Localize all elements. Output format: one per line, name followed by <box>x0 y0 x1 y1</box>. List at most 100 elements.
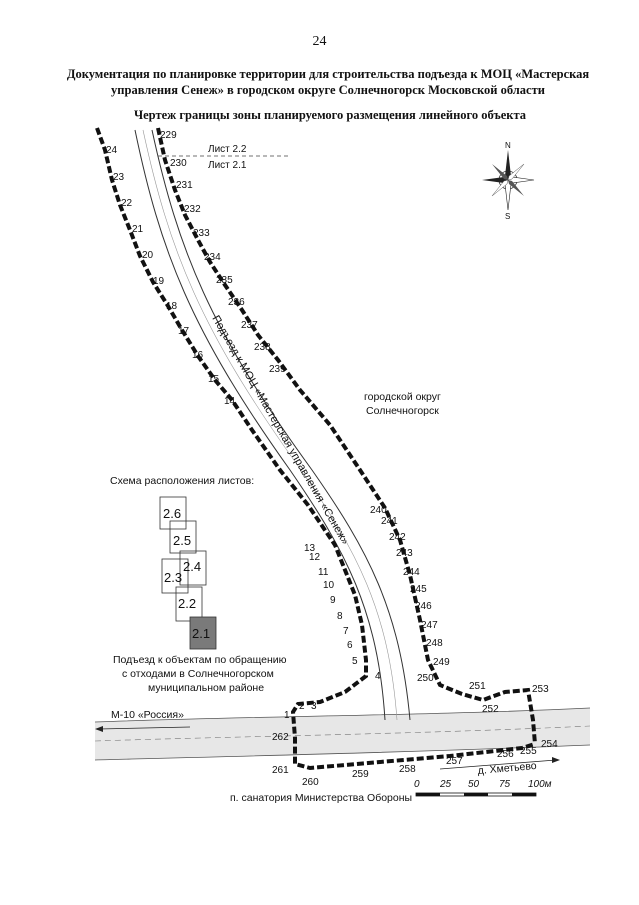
point-8: 8 <box>337 611 343 622</box>
point-22: 22 <box>121 198 133 209</box>
scheme-sheet-2-6: 2.6 <box>163 506 181 521</box>
point-15: 15 <box>208 374 220 385</box>
point-260: 260 <box>302 777 319 788</box>
scale-tick-75: 75 <box>499 779 511 790</box>
highway-edge-top <box>94 707 591 723</box>
waste-road-line2: с отходами в Солнечногорском <box>122 668 274 680</box>
point-1: 1 <box>284 710 290 721</box>
point-253: 253 <box>532 684 549 695</box>
compass-rose-icon <box>482 150 535 211</box>
scale-tick-100: 100м <box>528 779 552 790</box>
district-label-line1: городской округ <box>364 391 441 403</box>
point-229: 229 <box>160 130 177 141</box>
point-257: 257 <box>446 756 463 767</box>
boundary-right <box>156 127 537 745</box>
scale-tick-0: 0 <box>414 779 420 790</box>
scheme-sheet-2-3: 2.3 <box>164 570 182 585</box>
point-256: 256 <box>497 749 514 760</box>
point-5: 5 <box>352 656 358 667</box>
point-247: 247 <box>421 620 438 631</box>
document-title: Документация по планировке территории дл… <box>66 67 590 97</box>
village-label: д. Хметьево <box>477 760 537 777</box>
arrow-left-icon <box>95 726 191 732</box>
point-248: 248 <box>426 638 443 649</box>
point-24: 24 <box>106 145 118 156</box>
point-251: 251 <box>469 681 486 692</box>
page-number: 24 <box>312 34 327 49</box>
scheme-title: Схема расположения листов: <box>110 475 254 487</box>
point-241: 241 <box>381 516 398 527</box>
point-240: 240 <box>370 505 387 516</box>
point-261: 261 <box>272 765 289 776</box>
point-7: 7 <box>343 626 349 637</box>
point-21: 21 <box>132 224 144 235</box>
arrow-right-icon <box>439 757 560 770</box>
sheet-label-lower: Лист 2.1 <box>208 160 247 171</box>
point-9: 9 <box>330 595 336 606</box>
point-233: 233 <box>193 228 210 239</box>
road-label: Подъезд к МОЦ «Мастерская управления «Се… <box>209 314 351 547</box>
point-255: 255 <box>520 746 537 757</box>
point-252: 252 <box>482 704 499 715</box>
service-road-right-edge <box>151 129 411 721</box>
scheme-sheet-2-1: 2.1 <box>192 626 210 641</box>
point-242: 242 <box>389 532 406 543</box>
point-239: 239 <box>269 364 286 375</box>
highway-center <box>94 725 591 742</box>
scheme-sheet-2-2: 2.2 <box>178 596 196 611</box>
point-23: 23 <box>113 172 125 183</box>
sheet-label-upper: Лист 2.2 <box>208 144 247 155</box>
point-20: 20 <box>142 250 154 261</box>
point-254: 254 <box>541 739 558 750</box>
point-243: 243 <box>396 548 413 559</box>
point-12: 12 <box>309 552 321 563</box>
boundary-point-labels-right: 229 230 231 232 233 234 235 236 237 238 … <box>160 130 450 668</box>
scheme-sheet-2-5: 2.5 <box>173 533 191 548</box>
compass-north: N <box>505 141 511 150</box>
point-245: 245 <box>410 584 427 595</box>
point-246: 246 <box>415 601 432 612</box>
compass-south: S <box>505 212 510 221</box>
point-234: 234 <box>204 252 221 263</box>
point-17: 17 <box>178 326 190 337</box>
sheet-scheme <box>159 496 217 650</box>
point-231: 231 <box>176 180 193 191</box>
service-road-lane <box>142 129 398 721</box>
point-18: 18 <box>166 301 178 312</box>
scheme-sheet-2-4: 2.4 <box>183 559 201 574</box>
point-6: 6 <box>347 640 353 651</box>
point-235: 235 <box>216 275 233 286</box>
point-237: 237 <box>241 320 258 331</box>
point-11: 11 <box>318 567 329 578</box>
service-road-left-edge <box>134 129 386 721</box>
point-13: 13 <box>304 543 316 554</box>
drawing-title: Чертеж границы зоны планируемого размеще… <box>133 108 527 122</box>
point-4: 4 <box>375 671 381 682</box>
scale-bar <box>415 792 537 797</box>
point-232: 232 <box>184 204 201 215</box>
sanatorium-label: п. санатория Министерства Обороны <box>230 792 412 804</box>
point-10: 10 <box>323 580 335 591</box>
boundary-point-labels-left: 24 23 22 21 20 19 18 17 16 15 14 13 12 1… <box>106 145 558 788</box>
point-16: 16 <box>192 350 204 361</box>
point-259: 259 <box>352 769 369 780</box>
point-238: 238 <box>254 342 271 353</box>
point-3: 3 <box>311 701 317 712</box>
point-244: 244 <box>403 567 420 578</box>
point-236: 236 <box>228 297 245 308</box>
point-230: 230 <box>170 158 187 169</box>
boundary-left <box>95 127 536 771</box>
waste-road-line3: муниципальном районе <box>148 682 264 694</box>
highway-label: М-10 «Россия» <box>111 709 184 721</box>
scale-tick-25: 25 <box>439 779 452 790</box>
point-2: 2 <box>299 701 305 712</box>
highway-band <box>95 708 590 760</box>
point-258: 258 <box>399 764 416 775</box>
point-249: 249 <box>433 657 450 668</box>
waste-road-line1: Подъезд к объектам по обращению <box>113 654 287 666</box>
point-14: 14 <box>224 396 236 407</box>
point-262: 262 <box>272 732 289 743</box>
point-19: 19 <box>153 276 165 287</box>
scale-tick-50: 50 <box>468 779 480 790</box>
